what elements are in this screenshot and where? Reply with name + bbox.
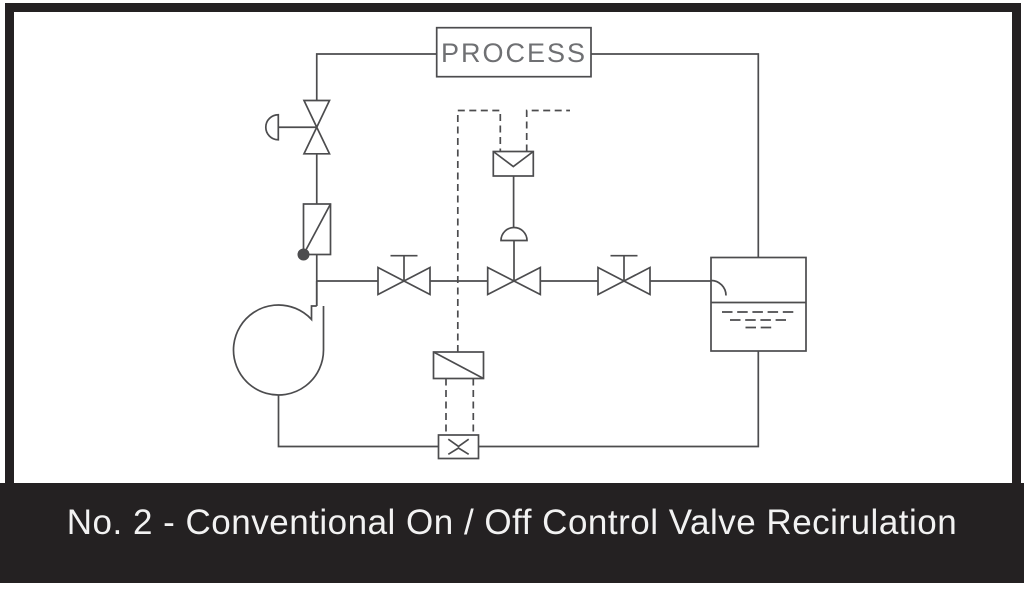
process-label: PROCESS <box>441 38 587 68</box>
pipe-process-left <box>315 53 437 101</box>
pipe-process-right <box>591 53 760 258</box>
diaphragm-relief-valve-icon <box>264 99 331 155</box>
pipe-bottom-return <box>277 351 760 448</box>
process-box: PROCESS <box>435 26 592 78</box>
caption-bar: No. 2 - Conventional On / Off Control Va… <box>0 483 1024 583</box>
solenoid-actuator-icon <box>492 150 535 177</box>
junction-dot <box>297 248 310 261</box>
on-off-control-valve-icon <box>486 176 542 296</box>
hand-valve-upstream-icon <box>377 254 431 296</box>
signal-line-flow-switch-to-solenoid <box>456 109 502 352</box>
caption-text: No. 2 - Conventional On / Off Control Va… <box>66 503 958 542</box>
flow-switch-icon <box>432 351 485 380</box>
signal-lines <box>445 109 570 435</box>
signal-line-solenoid-supply <box>525 109 570 152</box>
centrifugal-pump-icon <box>232 281 325 396</box>
tank-inlet-dip <box>710 279 727 296</box>
hand-valve-downstream-icon <box>597 254 651 296</box>
storage-tank-icon <box>710 256 807 352</box>
recirculation-valve-icon <box>437 434 480 460</box>
flow-indicator-icon <box>297 203 332 261</box>
